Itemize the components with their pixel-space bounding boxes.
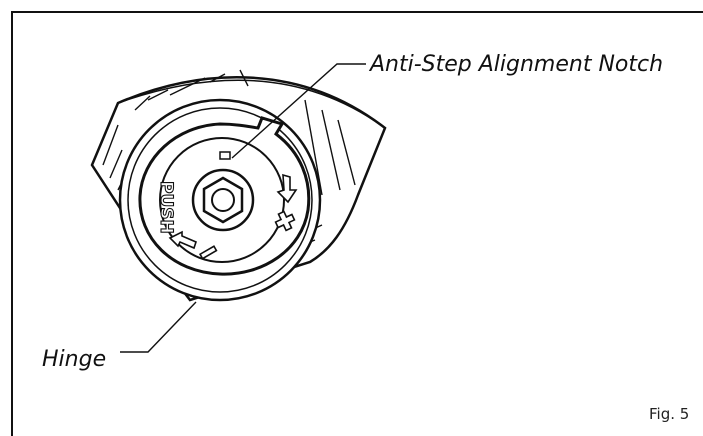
hinge-callout-label: Hinge xyxy=(42,347,107,372)
hinge-ring-inner xyxy=(127,107,313,293)
plus-arrow-icon xyxy=(276,173,298,204)
figure-number: Fig. 5 xyxy=(649,405,690,423)
plus-sign-icon xyxy=(274,210,296,232)
frame-border xyxy=(11,11,703,436)
minus-sign-icon xyxy=(198,245,218,260)
notch-callout-label: Anti-Step Alignment Notch xyxy=(370,52,664,77)
notch-leader-line xyxy=(231,63,366,159)
dial-inner-ring xyxy=(159,137,285,263)
minus-arrow-icon xyxy=(168,230,197,250)
hinge-leader-line xyxy=(120,301,197,353)
bolt-center xyxy=(211,188,235,212)
push-text: PUSH xyxy=(156,181,176,234)
notch-marker xyxy=(219,151,231,160)
